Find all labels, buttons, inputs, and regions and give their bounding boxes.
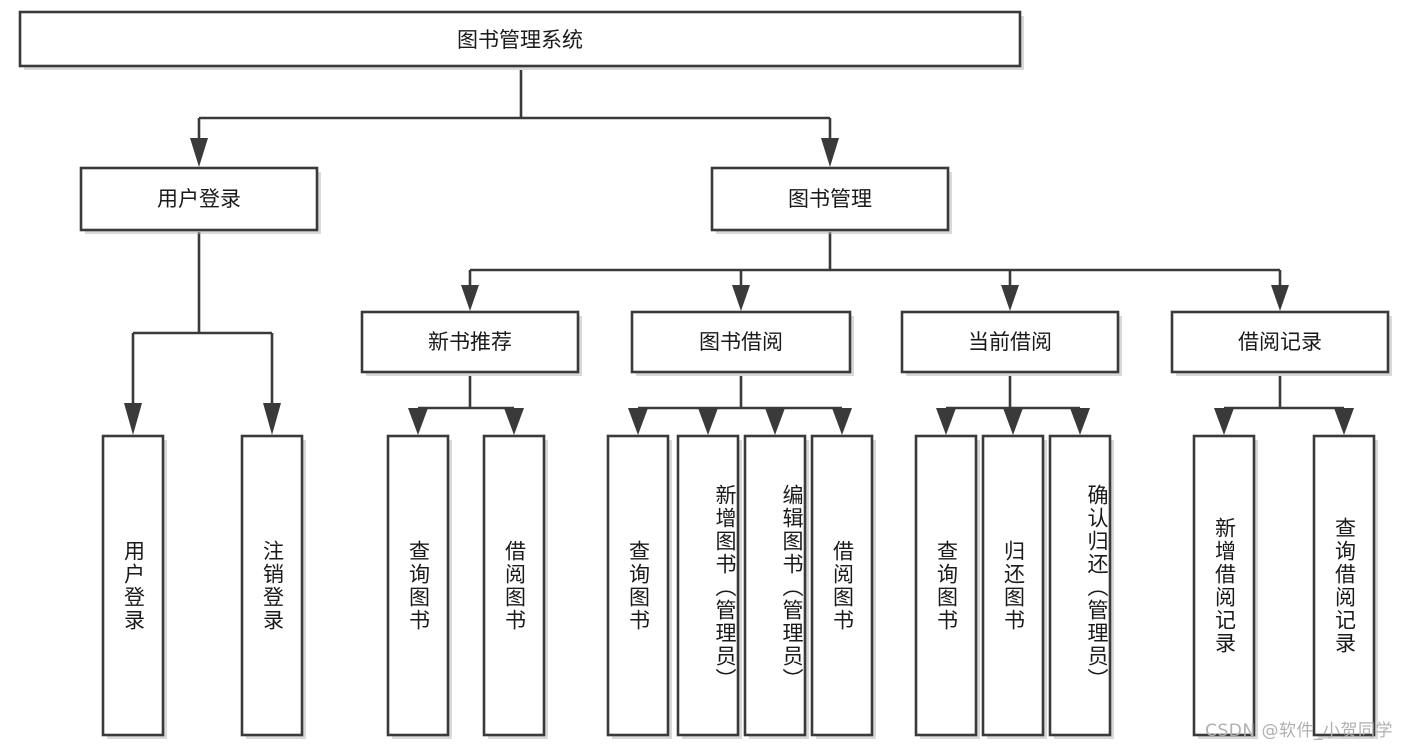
arrowhead-nbr-leaf-1 <box>408 408 428 435</box>
arrowhead-book-manage <box>821 138 839 167</box>
node-new-book-recommend[interactable]: 新书推荐 <box>360 310 582 376</box>
leaf-text-wrap: 查询图书 <box>626 539 651 632</box>
leaf-label: 查询图书 <box>934 539 959 632</box>
leaf-box <box>101 434 165 737</box>
leaf-label: 编辑图书（管理员） <box>780 484 804 691</box>
arrowhead-cb-leaf-3 <box>1070 408 1090 435</box>
nbr-label: 新书推荐 <box>428 330 512 354</box>
node-borrow-record[interactable]: 借阅记录 <box>1170 310 1392 376</box>
arrowhead-cb-leaf-2 <box>1003 408 1023 435</box>
br-box <box>1170 310 1390 374</box>
arrowhead-bb-leaf-4 <box>832 408 852 435</box>
user-login-label: 用户登录 <box>157 187 241 211</box>
leaf-label: 查询图书 <box>406 539 431 632</box>
node-root[interactable]: 图书管理系统 <box>18 10 1024 70</box>
br-label: 借阅记录 <box>1238 330 1322 354</box>
leaf-text-wrap: 归还图书 <box>1001 539 1026 632</box>
leaf-bb-2[interactable]: 新增图书（管理员） <box>676 434 742 739</box>
leaf-box <box>810 434 874 737</box>
leaf-box <box>1192 434 1256 737</box>
node-book-borrow[interactable]: 图书借阅 <box>630 310 854 376</box>
leaf-text-wrap: 新增借阅记录 <box>1212 516 1237 655</box>
arrowhead-bb-leaf-2 <box>698 408 718 435</box>
leaf-label: 借阅图书 <box>502 539 527 632</box>
leaf-box <box>743 434 807 737</box>
cb-box <box>900 310 1120 374</box>
leaf-cb-1[interactable]: 查询图书 <box>914 434 980 739</box>
leaf-cb-2[interactable]: 归还图书 <box>981 434 1047 739</box>
leaf-bb-4[interactable]: 借阅图书 <box>810 434 876 739</box>
leaf-bb-3[interactable]: 编辑图书（管理员） <box>743 434 809 739</box>
leaf-label: 查询借阅记录 <box>1332 516 1357 655</box>
leaf-label: 借阅图书 <box>830 539 855 632</box>
leaf-text-wrap: 借阅图书 <box>830 539 855 632</box>
book-manage-label: 图书管理 <box>788 187 872 211</box>
leaf-box <box>1312 434 1376 737</box>
leaf-box <box>386 434 450 737</box>
arrowhead-book-borrow <box>732 285 750 311</box>
leaf-label: 新增图书（管理员） <box>713 484 737 691</box>
leaf-label: 注销登录 <box>260 539 285 632</box>
arrowhead-leaf-user-login-1 <box>124 403 142 435</box>
leaf-box <box>914 434 978 737</box>
bb-label: 图书借阅 <box>699 330 783 354</box>
leaf-label: 查询图书 <box>626 539 651 632</box>
leaf-box <box>606 434 670 737</box>
leaf-bb-1[interactable]: 查询图书 <box>606 434 672 739</box>
leaf-box <box>482 434 546 737</box>
user-login-box <box>79 166 319 232</box>
node-current-borrow[interactable]: 当前借阅 <box>900 310 1122 376</box>
arrowhead-br-leaf-1 <box>1214 408 1234 435</box>
leaf-text-wrap: 新增图书（管理员） <box>713 484 737 691</box>
leaf-label: 归还图书 <box>1001 539 1026 632</box>
node-book-manage[interactable]: 图书管理 <box>710 166 952 234</box>
arrowhead-new-book-recommend <box>461 285 479 311</box>
leaf-nbr-2[interactable]: 借阅图书 <box>482 434 548 739</box>
leaf-cb-3[interactable]: 确认归还（管理员） <box>1048 434 1114 739</box>
nbr-box <box>360 310 580 374</box>
leaf-text-wrap: 借阅图书 <box>502 539 527 632</box>
leaf-box <box>240 434 304 737</box>
leaf-text-wrap: 查询图书 <box>406 539 431 632</box>
cb-label: 当前借阅 <box>968 330 1052 354</box>
leaf-nbr-1[interactable]: 查询图书 <box>386 434 452 739</box>
leaf-user-login-1[interactable]: 用户登录 <box>101 434 167 739</box>
book-manage-box <box>710 166 950 232</box>
leaf-text-wrap: 查询借阅记录 <box>1332 516 1357 655</box>
arrowhead-br-leaf-2 <box>1334 408 1354 435</box>
connector-layer <box>124 70 1354 435</box>
leaf-box <box>676 434 740 737</box>
leaf-text-wrap: 确认归还（管理员） <box>1085 484 1109 691</box>
arrowhead-cb-leaf-1 <box>936 408 956 435</box>
leaf-text-wrap: 注销登录 <box>260 539 285 632</box>
leaf-user-login-2[interactable]: 注销登录 <box>240 434 306 739</box>
arrowhead-user-login <box>190 138 208 167</box>
arrowhead-current-borrow <box>1001 285 1019 311</box>
root-box <box>18 10 1022 68</box>
bb-box <box>630 310 852 374</box>
arrowhead-leaf-user-login-2 <box>263 403 281 435</box>
leaf-label: 用户登录 <box>121 539 146 632</box>
arrowhead-borrow-record <box>1271 285 1289 311</box>
leaf-text-wrap: 用户登录 <box>121 539 146 632</box>
arrowhead-bb-leaf-1 <box>628 408 648 435</box>
root-label: 图书管理系统 <box>457 28 583 52</box>
node-user-login[interactable]: 用户登录 <box>79 166 321 234</box>
arrowhead-bb-leaf-3 <box>765 408 785 435</box>
leaf-text-wrap: 编辑图书（管理员） <box>780 484 804 691</box>
leaf-label: 新增借阅记录 <box>1212 516 1237 655</box>
leaf-br-1[interactable]: 新增借阅记录 <box>1192 434 1258 739</box>
leaf-box <box>981 434 1045 737</box>
arrowhead-nbr-leaf-2 <box>504 408 524 435</box>
leaf-label: 确认归还（管理员） <box>1085 484 1109 691</box>
leaf-br-2[interactable]: 查询借阅记录 <box>1312 434 1378 739</box>
leaf-box <box>1048 434 1112 737</box>
leaf-text-wrap: 查询图书 <box>934 539 959 632</box>
csdn-watermark: CSDN @软件_小贺同学 <box>1205 721 1393 741</box>
